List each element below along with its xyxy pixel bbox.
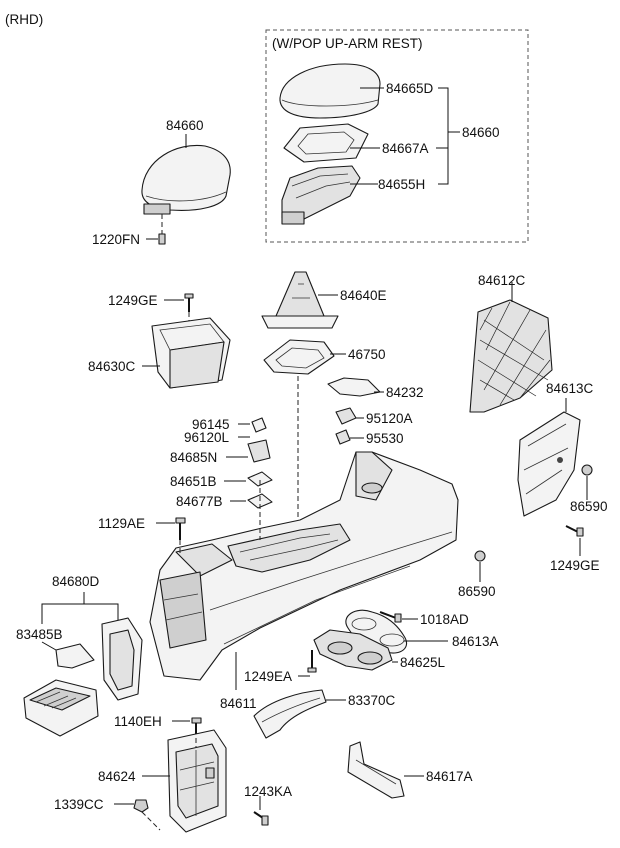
part-84232-trim: 84232	[327, 377, 424, 400]
part-83485B-switch: 83485B	[16, 627, 95, 669]
label-84630C: 84630C	[88, 359, 136, 374]
part-84665D-armrest-lid	[279, 63, 381, 119]
part-84680D-front-panel: 84680D	[41, 574, 143, 701]
part-84651B-pad: 84651B	[170, 471, 273, 489]
label-84685N: 84685N	[170, 450, 217, 465]
part-1249GE-screw-right: 1249GE	[550, 525, 600, 573]
label-84611: 84611	[220, 696, 257, 711]
part-83370C-handle: 83370C	[253, 689, 396, 739]
label-84624: 84624	[98, 769, 136, 784]
part-1249EA-screw: 1249EA	[244, 650, 317, 684]
label-84660: 84660	[166, 118, 204, 133]
label-1249GE-right: 1249GE	[550, 558, 600, 573]
label-84612C: 84612C	[478, 273, 526, 288]
part-46750-boot-ring: 46750	[263, 339, 386, 520]
label-84665D: 84665D	[386, 81, 434, 96]
label-84680D: 84680D	[52, 574, 100, 589]
part-84611-console-body: 84611	[149, 451, 459, 711]
label-86590-right: 86590	[570, 499, 608, 514]
part-84640E-shift-boot: 84640E	[261, 271, 387, 329]
label-96120L: 96120L	[184, 430, 230, 445]
label-1249GE-top: 1249GE	[108, 293, 158, 308]
label-1220FN: 1220FN	[92, 232, 140, 247]
part-86590-clip-mid: 86590	[458, 550, 496, 599]
option-box-title: (W/POP UP-ARM REST)	[272, 36, 423, 51]
part-84667A-tray	[283, 123, 369, 163]
label-1243KA: 1243KA	[244, 784, 292, 799]
part-84613C-side-panel: 84613C	[517, 381, 594, 517]
part-1129AE-bolt: 1129AE	[98, 516, 186, 540]
part-1220FN-screw: 1220FN	[92, 214, 166, 247]
label-84613C: 84613C	[546, 381, 594, 396]
label-1140EH: 1140EH	[114, 714, 162, 729]
label-84655H: 84655H	[378, 177, 425, 192]
label-83485B: 83485B	[16, 627, 63, 642]
part-84660-armrest: 84660	[141, 118, 231, 215]
part-84624-bracket: 84624	[98, 729, 227, 833]
part-84655H-armrest-base	[281, 165, 361, 225]
part-96145-bracket: 96145	[192, 417, 267, 433]
part-1339CC-clip: 1339CC	[54, 797, 149, 813]
label-1018AD: 1018AD	[420, 612, 469, 627]
part-84685N-housing: 84685N	[170, 439, 271, 465]
label-95120A: 95120A	[366, 411, 413, 426]
label-84617A: 84617A	[426, 769, 473, 784]
label-84660-option: 84660	[462, 125, 500, 140]
label-86590-mid: 86590	[458, 584, 496, 599]
label-84232: 84232	[386, 385, 424, 400]
part-84625L-cup-holder: 84625L	[313, 629, 446, 671]
part-96120L-jack: 96120L	[184, 430, 250, 445]
label-1339CC: 1339CC	[54, 797, 104, 812]
option-box-frame	[265, 29, 529, 243]
part-95530-clip: 95530	[335, 429, 404, 446]
part-84677B-pad: 84677B	[176, 493, 273, 509]
variant-label: (RHD)	[5, 12, 43, 27]
part-84612C-side-panel: 84612C	[469, 273, 553, 413]
part-1140EH-bolt: 1140EH	[114, 714, 202, 738]
label-84613A: 84613A	[452, 634, 499, 649]
label-83370C: 83370C	[348, 693, 396, 708]
label-1249EA: 1249EA	[244, 669, 292, 684]
part-1243KA-screw: 1243KA	[244, 784, 292, 826]
part-95120A-clip: 95120A	[335, 407, 413, 426]
label-84677B: 84677B	[176, 494, 223, 509]
label-84651B: 84651B	[170, 474, 217, 489]
part-lower-tray	[23, 679, 99, 737]
label-95530: 95530	[366, 431, 404, 446]
part-84617A-bracket: 84617A	[347, 741, 473, 799]
part-84630C-storage-bin: 84630C	[88, 317, 231, 389]
part-86590-clip-right: 86590	[570, 464, 608, 514]
label-84640E: 84640E	[340, 288, 387, 303]
label-1129AE: 1129AE	[98, 516, 145, 531]
label-96145: 96145	[192, 417, 230, 432]
label-84625L: 84625L	[400, 655, 446, 670]
label-84667A: 84667A	[382, 141, 429, 156]
label-46750: 46750	[348, 347, 386, 362]
part-1018AD-bolt: 1018AD	[379, 611, 469, 627]
option-box: (W/POP UP-ARM REST) 84665D 84667A 84655H…	[265, 29, 529, 243]
